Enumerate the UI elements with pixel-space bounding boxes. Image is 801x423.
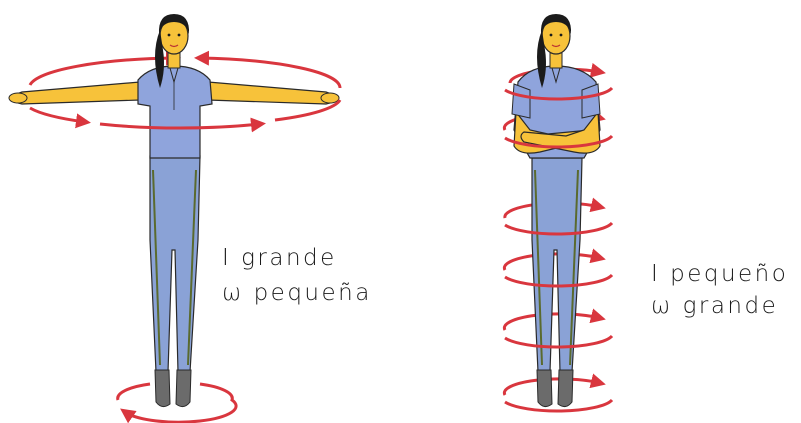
angular-velocity-small-label: ω pequeña bbox=[222, 282, 372, 305]
person-arms-extended bbox=[9, 14, 340, 422]
angular-velocity-large-label: ω grande bbox=[651, 295, 778, 318]
left-arm bbox=[13, 82, 140, 104]
moment-of-inertia-small-label: I pequeño bbox=[651, 263, 788, 286]
right-arm bbox=[208, 82, 335, 104]
moment-of-inertia-large-label: I grande bbox=[222, 247, 337, 270]
person-arms-crossed bbox=[504, 14, 612, 411]
shoes bbox=[155, 370, 191, 407]
shoes bbox=[537, 370, 573, 407]
